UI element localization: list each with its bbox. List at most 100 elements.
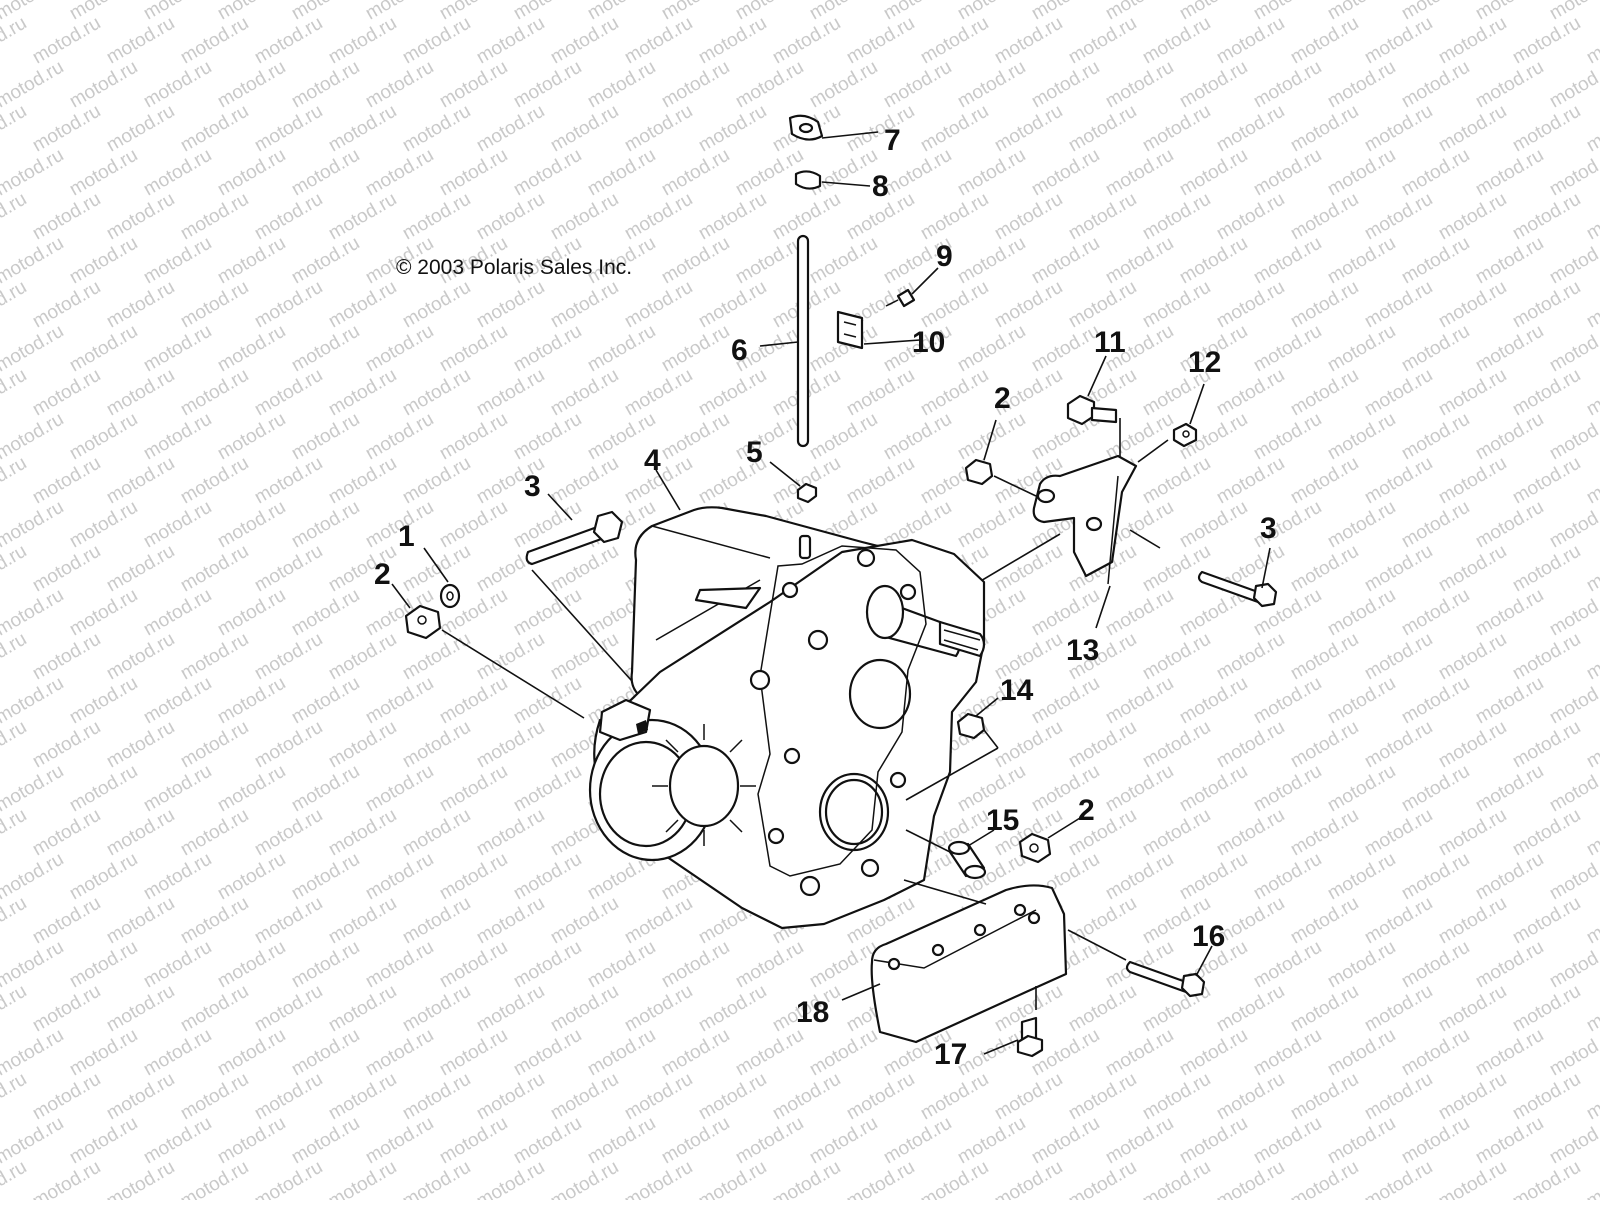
watermark-text: motod.ru xyxy=(29,717,104,773)
callout-3-right: 3 xyxy=(1260,512,1277,545)
watermark-text: motod.ru xyxy=(695,1157,770,1200)
watermark-text: motod.ru xyxy=(1324,145,1399,201)
watermark-text: motod.ru xyxy=(1361,101,1436,157)
callout-5: 5 xyxy=(746,436,763,469)
watermark-text: motod.ru xyxy=(288,0,363,24)
watermark-text: motod.ru xyxy=(1509,893,1584,949)
watermark-text: motod.ru xyxy=(436,57,511,113)
watermark-text: motod.ru xyxy=(658,1113,733,1169)
watermark-text: motod.ru xyxy=(251,1157,326,1200)
watermark-text: motod.ru xyxy=(1287,453,1362,509)
watermark-text: motod.ru xyxy=(584,1113,659,1169)
watermark-text: motod.ru xyxy=(1102,145,1177,201)
watermark-text: motod.ru xyxy=(1139,805,1214,861)
watermark-text: motod.ru xyxy=(66,57,141,113)
watermark-text: motod.ru xyxy=(66,409,141,465)
watermark-text: motod.ru xyxy=(1287,101,1362,157)
watermark-text: motod.ru xyxy=(1435,1157,1510,1200)
watermark-text: motod.ru xyxy=(991,717,1066,773)
watermark-text: motod.ru xyxy=(0,233,67,289)
watermark-text: motod.ru xyxy=(288,1113,363,1169)
watermark-text: motod.ru xyxy=(1287,541,1362,597)
watermark-text: motod.ru xyxy=(1435,453,1510,509)
watermark-text: motod.ru xyxy=(1361,717,1436,773)
watermark-text: motod.ru xyxy=(1287,1157,1362,1200)
watermark-text: motod.ru xyxy=(1361,453,1436,509)
watermark-text: motod.ru xyxy=(1139,189,1214,245)
watermark-text: motod.ru xyxy=(880,409,955,465)
watermark-text: motod.ru xyxy=(695,1069,770,1125)
watermark-text: motod.ru xyxy=(584,145,659,201)
watermark-text: motod.ru xyxy=(66,849,141,905)
watermark-text: motod.ru xyxy=(1287,13,1362,69)
watermark-text: motod.ru xyxy=(66,585,141,641)
watermark-text: motod.ru xyxy=(1398,585,1473,641)
watermark-text: motod.ru xyxy=(399,13,474,69)
watermark-text: motod.ru xyxy=(0,453,30,509)
watermark-text: motod.ru xyxy=(66,497,141,553)
watermark-text: motod.ru xyxy=(547,453,622,509)
watermark-text: motod.ru xyxy=(917,277,992,333)
watermark-text: motod.ru xyxy=(0,585,67,641)
watermark-text: motod.ru xyxy=(362,57,437,113)
watermark-text: motod.ru xyxy=(0,409,67,465)
callout-15: 15 xyxy=(986,804,1019,837)
watermark-text: motod.ru xyxy=(880,57,955,113)
watermark-text: motod.ru xyxy=(510,321,585,377)
watermark-text: motod.ru xyxy=(547,981,622,1037)
watermark-text: motod.ru xyxy=(1139,541,1214,597)
part-1-washer xyxy=(423,547,461,609)
watermark-text: motod.ru xyxy=(1398,0,1473,24)
watermark-text: motod.ru xyxy=(991,101,1066,157)
watermark-text: motod.ru xyxy=(1065,189,1140,245)
watermark-text: motod.ru xyxy=(1028,233,1103,289)
watermark-text: motod.ru xyxy=(0,13,30,69)
watermark-text: motod.ru xyxy=(1102,57,1177,113)
watermark-text: motod.ru xyxy=(177,365,252,421)
watermark-text: motod.ru xyxy=(843,1069,918,1125)
watermark-text: motod.ru xyxy=(140,1025,215,1081)
watermark-text: motod.ru xyxy=(362,321,437,377)
watermark-text: motod.ru xyxy=(1361,1157,1436,1200)
watermark-text: motod.ru xyxy=(1509,453,1584,509)
watermark-text: motod.ru xyxy=(1176,497,1251,553)
watermark-text: motod.ru xyxy=(177,629,252,685)
watermark-text: motod.ru xyxy=(1176,57,1251,113)
watermark-text: motod.ru xyxy=(1176,0,1251,24)
watermark-text: motod.ru xyxy=(621,13,696,69)
watermark-text: motod.ru xyxy=(251,101,326,157)
watermark-text: motod.ru xyxy=(1139,13,1214,69)
watermark-text: motod.ru xyxy=(177,453,252,509)
watermark-text: motod.ru xyxy=(584,321,659,377)
watermark-text: motod.ru xyxy=(140,585,215,641)
watermark-text: motod.ru xyxy=(177,541,252,597)
watermark-text: motod.ru xyxy=(214,321,289,377)
watermark-text: motod.ru xyxy=(1028,0,1103,24)
watermark-text: motod.ru xyxy=(769,1157,844,1200)
watermark-text: motod.ru xyxy=(140,1113,215,1169)
watermark-text: motod.ru xyxy=(1065,277,1140,333)
watermark-text: motod.ru xyxy=(1398,1113,1473,1169)
watermark-text: motod.ru xyxy=(399,453,474,509)
watermark-text: motod.ru xyxy=(362,409,437,465)
watermark-text: motod.ru xyxy=(1398,409,1473,465)
watermark-text: motod.ru xyxy=(991,277,1066,333)
watermark-text: motod.ru xyxy=(732,409,807,465)
watermark-text: motod.ru xyxy=(1472,673,1547,729)
watermark-text: motod.ru xyxy=(1028,321,1103,377)
watermark-text: motod.ru xyxy=(1361,805,1436,861)
watermark-text: motod.ru xyxy=(658,0,733,24)
watermark-text: motod.ru xyxy=(1583,13,1600,69)
watermark-text: motod.ru xyxy=(325,981,400,1037)
watermark-text: motod.ru xyxy=(1509,717,1584,773)
watermark-text: motod.ru xyxy=(1250,937,1325,993)
watermark-text: motod.ru xyxy=(1583,1069,1600,1125)
watermark-text: motod.ru xyxy=(510,673,585,729)
watermark-text: motod.ru xyxy=(177,717,252,773)
watermark-text: motod.ru xyxy=(214,409,289,465)
watermark-text: motod.ru xyxy=(473,717,548,773)
watermark-text: motod.ru xyxy=(29,101,104,157)
watermark-text: motod.ru xyxy=(103,717,178,773)
